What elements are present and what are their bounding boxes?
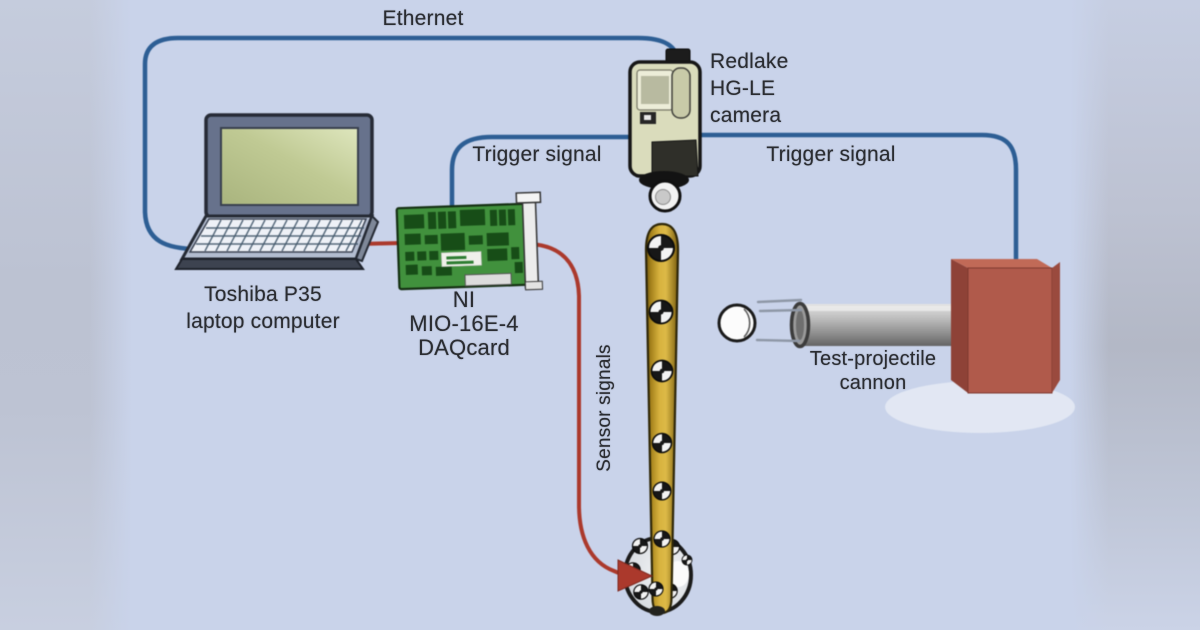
sensor-cable-card-bat	[529, 242, 623, 576]
cannon-shadow	[885, 381, 1075, 433]
sensor-signals-label: Sensor signals	[594, 344, 615, 472]
bat-sensor-marker	[651, 432, 673, 454]
bat-sensor-marker	[653, 530, 671, 548]
laptop-label: Toshiba P35 laptop computer	[148, 281, 378, 335]
cannon-label-line2: cannon	[839, 372, 907, 394]
laptop	[174, 113, 380, 270]
cannon-body-front-face	[967, 267, 1053, 394]
sensor-cable-arrowhead	[617, 559, 654, 592]
camera-lens-inner	[655, 189, 671, 205]
laptop-label-line1: Toshiba P35	[204, 283, 322, 306]
camera-label-line3: camera	[710, 104, 782, 127]
bat-tip-cap	[649, 606, 665, 616]
bat-sensor-marker	[648, 299, 674, 325]
hub-sensor-marker	[631, 537, 649, 555]
bat-sensor-marker	[646, 233, 676, 263]
daq-card	[395, 191, 544, 291]
laptop-key-rows	[196, 227, 364, 245]
laptop-front-edge	[174, 258, 365, 270]
daq-label-text-line	[446, 255, 467, 260]
daq-card-label-line2: MIO-16E-4	[409, 311, 519, 336]
motion-line	[758, 308, 803, 313]
cannon-body-left-face	[951, 259, 968, 393]
ethernet-cable	[142, 35, 681, 252]
daq-card-label-line1: NI	[452, 287, 476, 312]
camera-label-line2: HG-LE	[710, 77, 776, 100]
cables	[142, 35, 1019, 576]
cannon-label-line1: Test-projectile	[809, 348, 937, 370]
daq-edge-connector	[464, 272, 512, 287]
cannon-muzzle-bore	[796, 310, 804, 340]
ethernet-label: Ethernet	[382, 7, 464, 30]
daq-card-label: NI MIO-16E-4 DAQcard	[380, 288, 548, 360]
left-edge-fade	[0, 0, 132, 630]
laptop-label-line2: laptop computer	[186, 310, 340, 333]
daq-bracket-flange	[515, 191, 542, 204]
laptop-side	[354, 214, 380, 263]
cannon-body-right-face	[1052, 262, 1060, 393]
daq-label-text-line2	[446, 260, 474, 265]
bat-sensor-marker	[652, 481, 672, 501]
laptop-screen	[220, 127, 359, 206]
hub-sensor-marker	[648, 581, 664, 597]
trigger-signal-left-label: Trigger signal	[472, 143, 602, 166]
hub-sensor-marker	[681, 554, 693, 566]
daq-chips	[403, 209, 523, 276]
right-edge-fade	[1070, 0, 1200, 630]
cannon-body-top-face	[951, 259, 1052, 268]
camera-mount-block	[651, 139, 699, 177]
baseball	[717, 298, 803, 343]
trigger-cable-left	[449, 134, 637, 215]
hub-sensor-marker	[633, 584, 649, 600]
ball-seam	[743, 308, 751, 338]
camera-button-inner	[644, 115, 651, 120]
ball	[717, 303, 757, 343]
trigger-signal-right-label: Trigger signal	[766, 143, 896, 166]
bat-shaft	[644, 222, 680, 615]
cannon-barrel-highlight	[800, 306, 968, 311]
motion-line	[756, 298, 803, 304]
camera	[628, 48, 702, 213]
motion-line	[755, 338, 801, 343]
bat-sensor-marker	[650, 359, 674, 383]
cannon-label: Test-projectile cannon	[778, 347, 968, 395]
camera-label: Redlake HG-LE camera	[710, 48, 850, 129]
daq-bracket-tab	[524, 280, 544, 291]
camera-side-grip	[671, 67, 691, 119]
daq-bracket	[521, 194, 540, 289]
projectile-cannon	[789, 259, 1075, 433]
camera-viewfinder	[641, 76, 669, 104]
trigger-cable-right	[693, 132, 1019, 278]
camera-label-line1: Redlake	[710, 50, 789, 73]
instrumented-bat	[623, 222, 693, 616]
daq-card-label-line3: DAQcard	[418, 335, 510, 360]
